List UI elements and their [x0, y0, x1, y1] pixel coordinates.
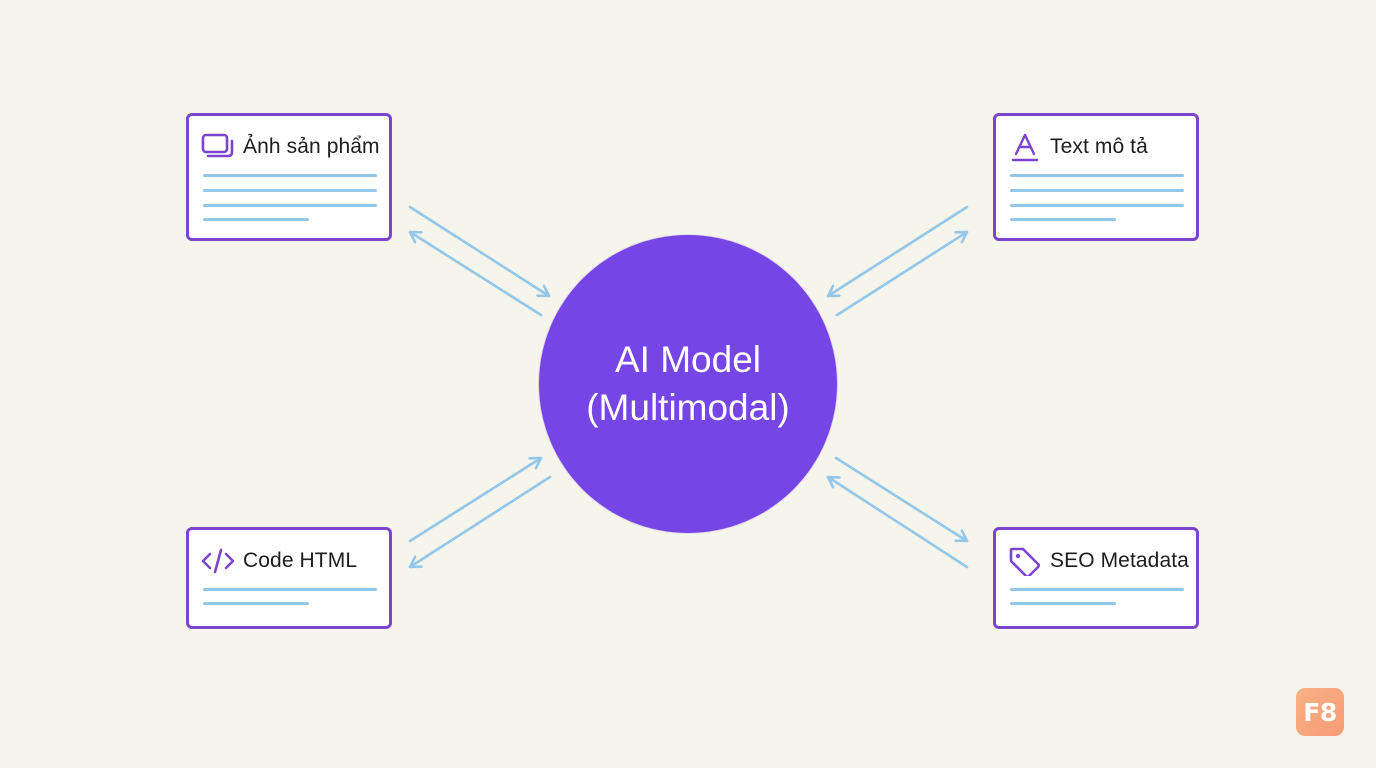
- text-placeholder-line: [203, 218, 309, 221]
- card-seo-metadata-label: SEO Metadata: [1050, 549, 1189, 572]
- text-placeholder-line: [203, 588, 377, 591]
- ai-model-hub: AI Model (Multimodal): [539, 235, 837, 533]
- text-placeholder-line: [1010, 218, 1116, 221]
- card-description-text: Text mô tả: [993, 113, 1199, 241]
- card-product-image-header: Ảnh sản phẩm: [201, 132, 380, 162]
- text-placeholder-line: [1010, 204, 1184, 207]
- hub-subtitle: (Multimodal): [586, 387, 790, 428]
- arrow-from-hub-top-right: [835, 230, 969, 317]
- card-product-image: Ảnh sản phẩm: [186, 113, 392, 241]
- images-icon: [201, 132, 235, 162]
- card-description-text-label: Text mô tả: [1050, 135, 1148, 158]
- card-seo-metadata: SEO Metadata: [993, 527, 1199, 629]
- text-placeholder-line: [1010, 602, 1116, 605]
- arrow-from-hub-bottom-left: [408, 475, 552, 569]
- text-placeholder-line: [203, 189, 377, 192]
- f8-logo-badge: F8: [1296, 688, 1344, 736]
- tag-icon: [1008, 546, 1042, 576]
- hub-title: AI Model: [614, 339, 761, 380]
- card-description-text-header: Text mô tả: [1008, 132, 1148, 162]
- card-seo-metadata-header: SEO Metadata: [1008, 546, 1189, 576]
- text-format-icon: [1008, 132, 1042, 162]
- arrow-to-hub-top-left: [408, 205, 551, 298]
- arrow-from-hub-top-left: [408, 230, 543, 317]
- text-placeholder-line: [203, 204, 377, 207]
- text-placeholder-line: [203, 174, 377, 177]
- arrow-to-hub-bottom-left: [408, 456, 543, 543]
- card-html-code: Code HTML: [186, 527, 392, 629]
- card-html-code-label: Code HTML: [243, 549, 358, 572]
- card-product-image-label: Ảnh sản phẩm: [243, 135, 380, 158]
- card-html-code-header: Code HTML: [201, 546, 357, 576]
- text-placeholder-line: [203, 602, 309, 605]
- text-placeholder-line: [1010, 189, 1184, 192]
- arrow-to-hub-bottom-right: [826, 475, 969, 569]
- text-placeholder-line: [1010, 588, 1184, 591]
- text-placeholder-line: [1010, 174, 1184, 177]
- arrow-from-hub-bottom-right: [834, 456, 969, 543]
- code-icon: [201, 546, 235, 576]
- arrow-to-hub-top-right: [826, 205, 969, 298]
